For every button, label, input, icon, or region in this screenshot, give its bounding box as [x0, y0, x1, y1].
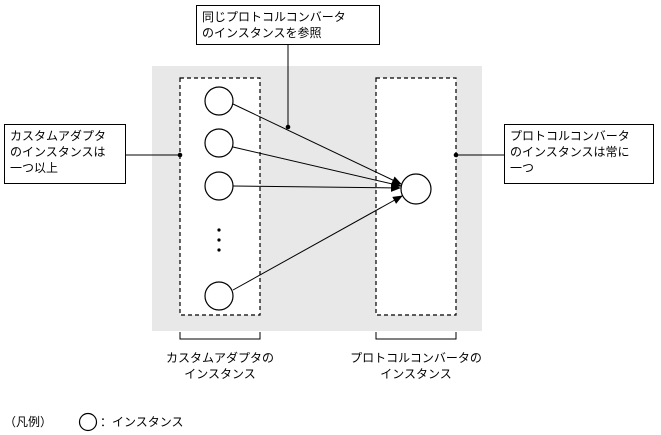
caption-adapter-group: カスタムアダプタの インスタンス	[148, 350, 292, 382]
caption-converter-group-line-1: プロトコルコンバータの	[350, 351, 482, 365]
leader-dot-shared-reference	[285, 124, 291, 130]
callout-shared-reference-line-2: のインスタンスを参照	[202, 26, 322, 40]
callout-converter-count-line-1: プロトコルコンバータ	[510, 129, 630, 143]
callout-adapter-count: カスタムアダプタ のインスタンスは 一つ以上	[4, 124, 126, 184]
callout-adapter-count-line-1: カスタムアダプタ	[10, 129, 107, 143]
legend-prefix: （凡例）	[4, 415, 53, 429]
converter-group-bracket	[375, 332, 457, 340]
legend-item-label: ：インスタンス	[100, 415, 184, 429]
reference-arrow-3	[232, 183, 401, 192]
adapter-instance-1	[204, 86, 234, 116]
callout-shared-reference: 同じプロトコルコンバータ のインスタンスを参照	[196, 5, 380, 45]
adapter-group-bracket	[179, 332, 261, 340]
ellipsis-dot-1	[217, 228, 221, 232]
callout-shared-reference-line-1: 同じプロトコルコンバータ	[202, 10, 346, 24]
reference-arrow-2	[232, 146, 402, 188]
reference-arrow-4	[232, 195, 403, 291]
callout-adapter-count-line-2: のインスタンスは	[10, 145, 106, 159]
callout-converter-count: プロトコルコンバータ のインスタンスは常に 一つ	[504, 124, 654, 184]
converter-instance	[400, 173, 432, 205]
callout-converter-count-line-3: 一つ	[510, 161, 535, 175]
leader-dot-adapter-count	[177, 152, 183, 158]
callout-converter-count-line-2: のインスタンスは常に	[510, 145, 630, 159]
ellipsis-dot-3	[217, 248, 221, 252]
caption-converter-group-line-2: インスタンス	[380, 367, 452, 381]
leader-dot-converter-count	[453, 152, 459, 158]
reference-arrow-1	[232, 103, 402, 185]
callout-adapter-count-line-3: 一つ以上	[10, 161, 59, 175]
caption-converter-group: プロトコルコンバータの インスタンス	[330, 350, 502, 382]
adapter-instance-3	[204, 171, 234, 201]
caption-adapter-group-line-2: インスタンス	[184, 367, 256, 381]
legend-instance-icon	[78, 412, 98, 432]
caption-adapter-group-line-1: カスタムアダプタの	[165, 351, 274, 365]
ellipsis-dot-2	[217, 238, 221, 242]
adapter-instance-2	[204, 128, 234, 158]
adapter-instance-4	[204, 281, 234, 311]
